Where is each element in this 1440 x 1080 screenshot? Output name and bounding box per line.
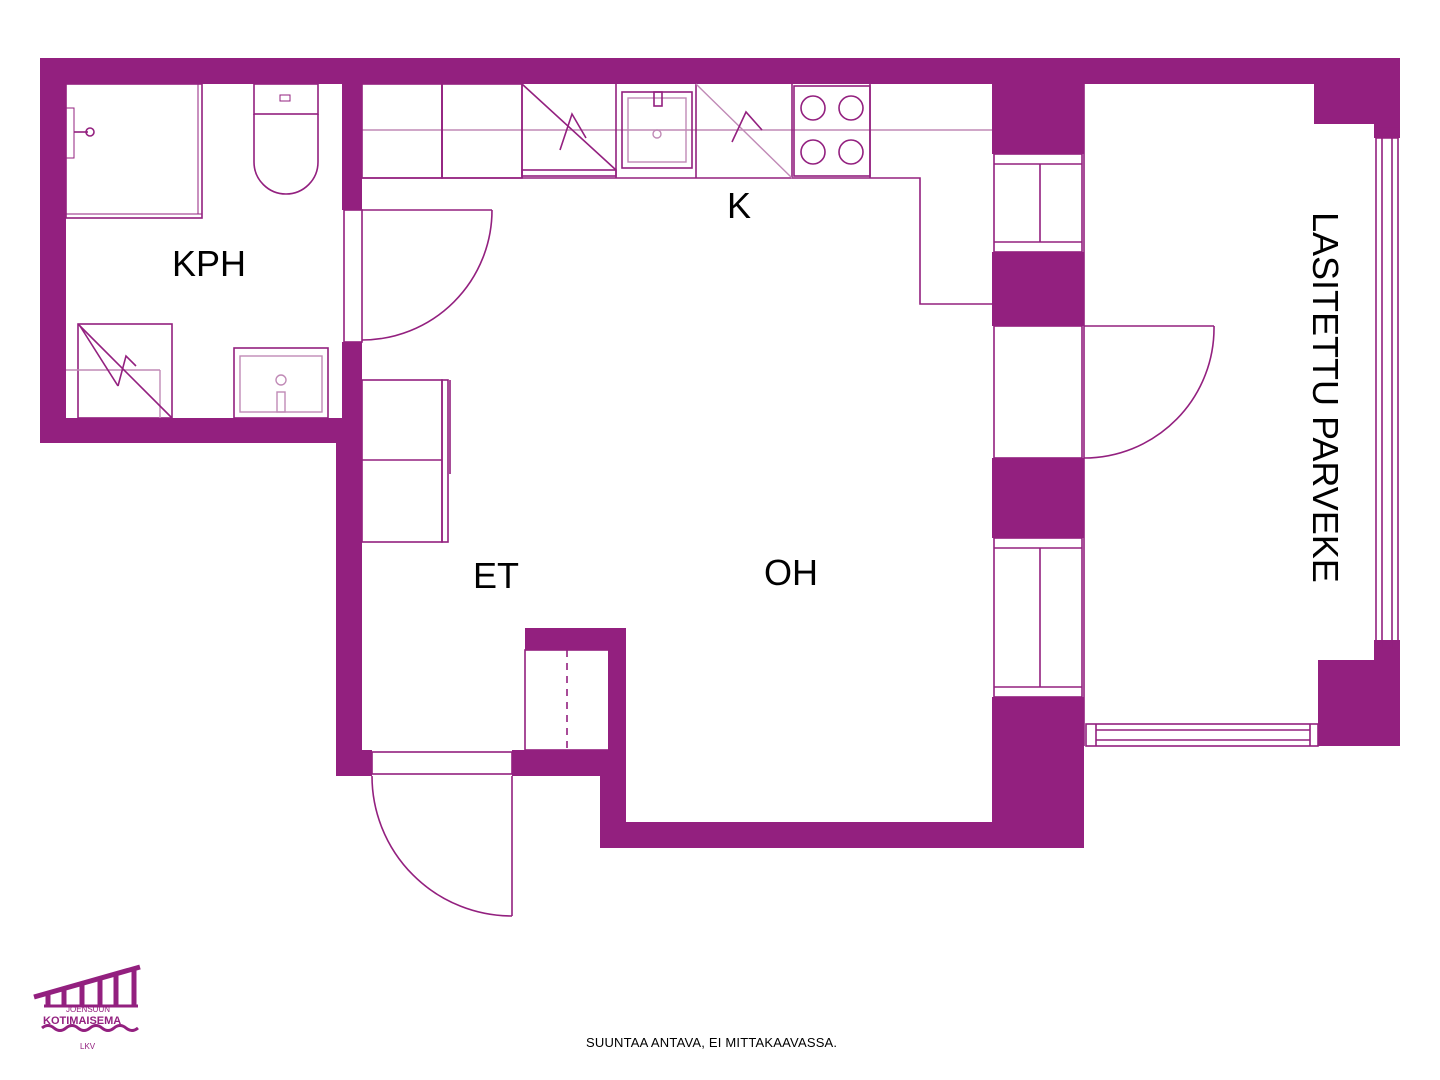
doors — [343, 209, 1215, 917]
sink-icon — [233, 347, 329, 419]
logo-line1: JOENSUUN — [66, 1005, 110, 1014]
logo-mark-icon — [33, 964, 141, 1032]
company-logo: JOENSUUN KOTIMAISEMA LKV — [33, 964, 141, 1051]
logo-line3: LKV — [80, 1042, 96, 1051]
room-label-balcony: LASITETTU PARVEKE — [1305, 212, 1346, 583]
washing-machine-icon — [66, 323, 173, 419]
kitchen-fixtures — [361, 83, 992, 305]
room-label-et: ET — [473, 555, 519, 596]
room-labels: KPH K ET OH LASITETTU PARVEKE — [172, 185, 1346, 596]
stove-icon — [793, 85, 871, 177]
room-label-k: K — [727, 185, 751, 226]
sink-icon — [621, 91, 693, 169]
toilet-icon — [253, 83, 319, 195]
shower-icon — [65, 83, 203, 219]
door-icon — [993, 325, 1215, 459]
wardrobes — [361, 379, 610, 751]
windows — [993, 84, 1399, 747]
room-label-kph: KPH — [172, 243, 246, 284]
door-icon — [343, 209, 493, 343]
dishwasher-icon — [695, 83, 793, 179]
logo-line2: KOTIMAISEMA — [43, 1015, 121, 1027]
bathroom-fixtures — [65, 83, 329, 419]
walls — [40, 58, 1400, 848]
room-label-oh: OH — [764, 552, 818, 593]
door-icon — [371, 751, 513, 917]
scale-note: SUUNTAA ANTAVA, EI MITTAKAAVASSA. — [586, 1035, 837, 1050]
